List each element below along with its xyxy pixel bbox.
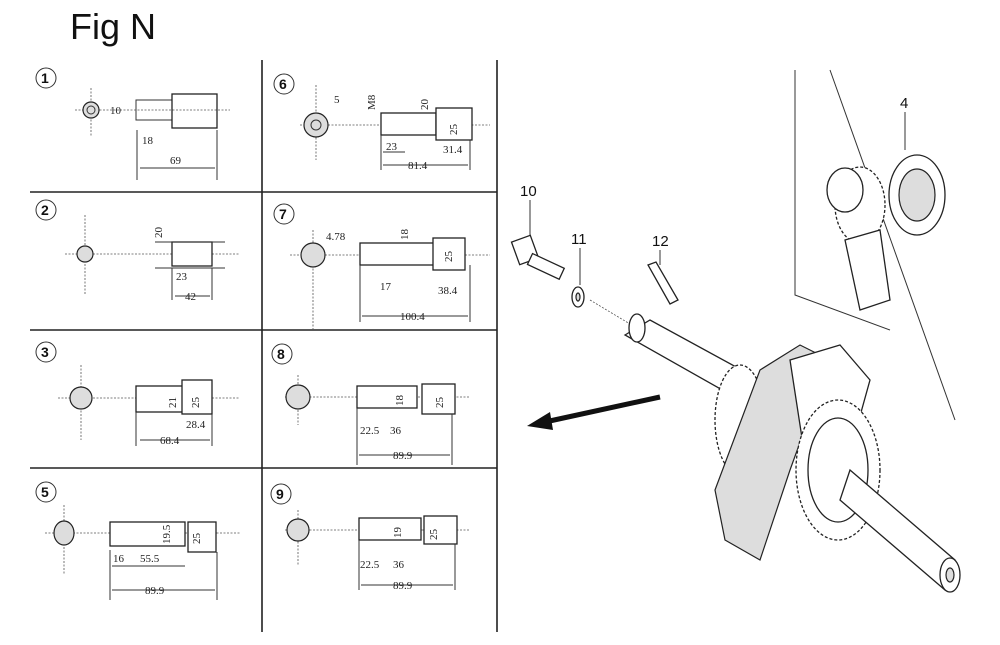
panel-8: 8 18 25 22.5 36 89.9: [271, 343, 470, 465]
part-4-inset: 4: [794, 69, 956, 421]
panel-number: 9: [276, 486, 284, 502]
dim: M8: [366, 94, 378, 110]
part-label: 11: [571, 231, 587, 248]
dim: 89.9: [145, 585, 165, 597]
part-12-key: 12: [647, 233, 679, 305]
dim: 23: [386, 141, 398, 153]
dim: 25: [428, 529, 440, 541]
panel-number: 3: [41, 344, 49, 360]
dim: 89.9: [393, 450, 413, 462]
dim: 17: [380, 281, 392, 293]
panel-1: 1 10 18 69: [35, 67, 230, 180]
dim: 20: [419, 99, 431, 111]
part-label: 4: [900, 95, 908, 112]
dim: 16: [113, 553, 125, 565]
dim: 68.4: [160, 435, 180, 447]
panel-number: 2: [41, 202, 49, 218]
dim: 18: [399, 229, 411, 241]
dim: 25: [448, 124, 460, 136]
dim: 19: [392, 527, 404, 539]
panel-3: 3 21 25 28.4 68.4: [35, 341, 240, 447]
part-label: 10: [520, 183, 537, 200]
panel-5: 5 16 19.5 25 55.5 89.9: [35, 481, 240, 600]
dim: 81.4: [408, 160, 428, 172]
dim: 36: [393, 559, 405, 571]
dim: 36: [390, 425, 402, 437]
dim: 10: [110, 105, 122, 117]
part-11-washer: 11: [571, 231, 587, 308]
crankshaft: [623, 313, 961, 593]
dim: 23: [176, 271, 188, 283]
panel-9: 9 19 25 22.5 36 89.9: [270, 483, 470, 592]
dim: 28.4: [186, 419, 206, 431]
dimension-grid: [30, 60, 498, 632]
dim: 22.5: [360, 425, 380, 437]
dim: 18: [142, 135, 154, 147]
dim: 5: [334, 94, 340, 106]
panel-number: 5: [41, 484, 49, 500]
dim: 25: [443, 251, 455, 263]
dim: 21: [167, 397, 179, 408]
dim: 19.5: [161, 524, 173, 544]
part-10-bolt: 10: [510, 183, 566, 281]
dim: 100.4: [400, 311, 425, 323]
panel-6: 6 5 M8 20 25 23 31.4 81.4: [273, 73, 490, 172]
dim: 69: [170, 155, 182, 167]
panel-number: 1: [41, 70, 49, 86]
dim: 89.9: [393, 580, 413, 592]
panel-number: 6: [279, 76, 287, 92]
dim: 38.4: [438, 285, 458, 297]
dim: 4.78: [326, 231, 346, 243]
dim: 25: [190, 397, 202, 409]
panel-7: 7 4.78 18 25 17 38.4 100.4: [273, 203, 490, 330]
dim: 18: [394, 395, 406, 407]
dim: 42: [185, 291, 196, 303]
dim: 25: [434, 397, 446, 409]
dim: 22.5: [360, 559, 380, 571]
direction-arrow: [527, 394, 661, 430]
dim: 25: [191, 533, 203, 545]
panel-2: 2 20 23 42: [35, 199, 240, 303]
dim: 31.4: [443, 144, 463, 156]
part-label: 12: [652, 233, 669, 250]
dim: 55.5: [140, 553, 160, 565]
panel-number: 7: [279, 206, 287, 222]
figure-title: Fig N: [70, 6, 157, 47]
dim: 20: [153, 227, 165, 239]
panel-number: 8: [277, 346, 285, 362]
